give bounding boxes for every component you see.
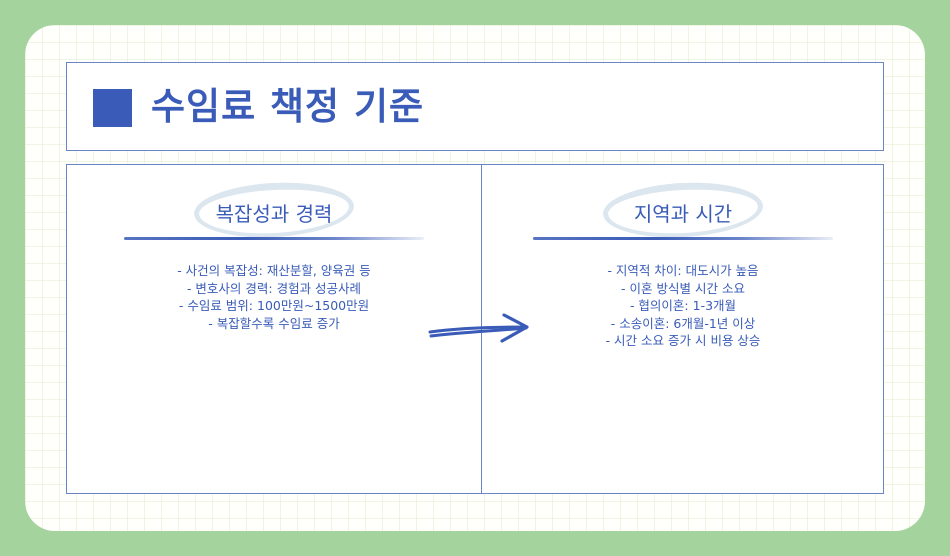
list-item: - 이혼 방식별 시간 소요	[621, 280, 745, 296]
title-square-icon	[93, 89, 132, 127]
brush-underline	[124, 237, 424, 240]
list-item: - 수임료 범위: 100만원~1500만원	[178, 298, 370, 313]
panel-heading: 복잡성과 경력	[215, 202, 333, 226]
panel-heading-wrap: 복잡성과 경력	[124, 178, 424, 243]
list-item: - 시간 소요 증가 시 비용 상승	[605, 333, 761, 348]
page-title: 수임료 책정 기준	[151, 85, 425, 128]
panel-heading-wrap: 지역과 시간	[533, 178, 833, 243]
right-arrow-icon	[428, 313, 529, 343]
panel-region-time: 지역과 시간 - 지역적 차이: 대도시가 높음 - 이혼 방식별 시간 소요 …	[481, 165, 884, 493]
panel-complexity-experience: 복잡성과 경력 - 사건의 복잡성: 재산분할, 양육권 등 - 변호사의 경력…	[67, 165, 481, 493]
content-box: 복잡성과 경력 - 사건의 복잡성: 재산분할, 양육권 등 - 변호사의 경력…	[66, 164, 884, 494]
list-item: - 사건의 복잡성: 재산분할, 양육권 등	[177, 263, 371, 278]
brush-underline	[533, 237, 833, 240]
slide-card: 수임료 책정 기준 복잡성과 경력 - 사건의 복잡성: 재산분할, 양육권 등…	[25, 25, 925, 531]
bullet-list: - 사건의 복잡성: 재산분할, 양육권 등 - 변호사의 경력: 경험과 성공…	[67, 262, 481, 332]
title-box: 수임료 책정 기준	[66, 62, 884, 151]
list-item: - 협의이혼: 1-3개월	[629, 298, 737, 313]
list-item: - 복잡할수록 수임료 증가	[208, 315, 340, 331]
list-item: - 변호사의 경력: 경험과 성공사례	[186, 280, 362, 296]
bullet-list: - 지역적 차이: 대도시가 높음 - 이혼 방식별 시간 소요 - 협의이혼:…	[482, 262, 884, 350]
list-item: - 소송이혼: 6개월-1년 이상	[610, 315, 756, 331]
list-item: - 지역적 차이: 대도시가 높음	[607, 263, 759, 278]
panel-heading: 지역과 시간	[633, 202, 733, 226]
